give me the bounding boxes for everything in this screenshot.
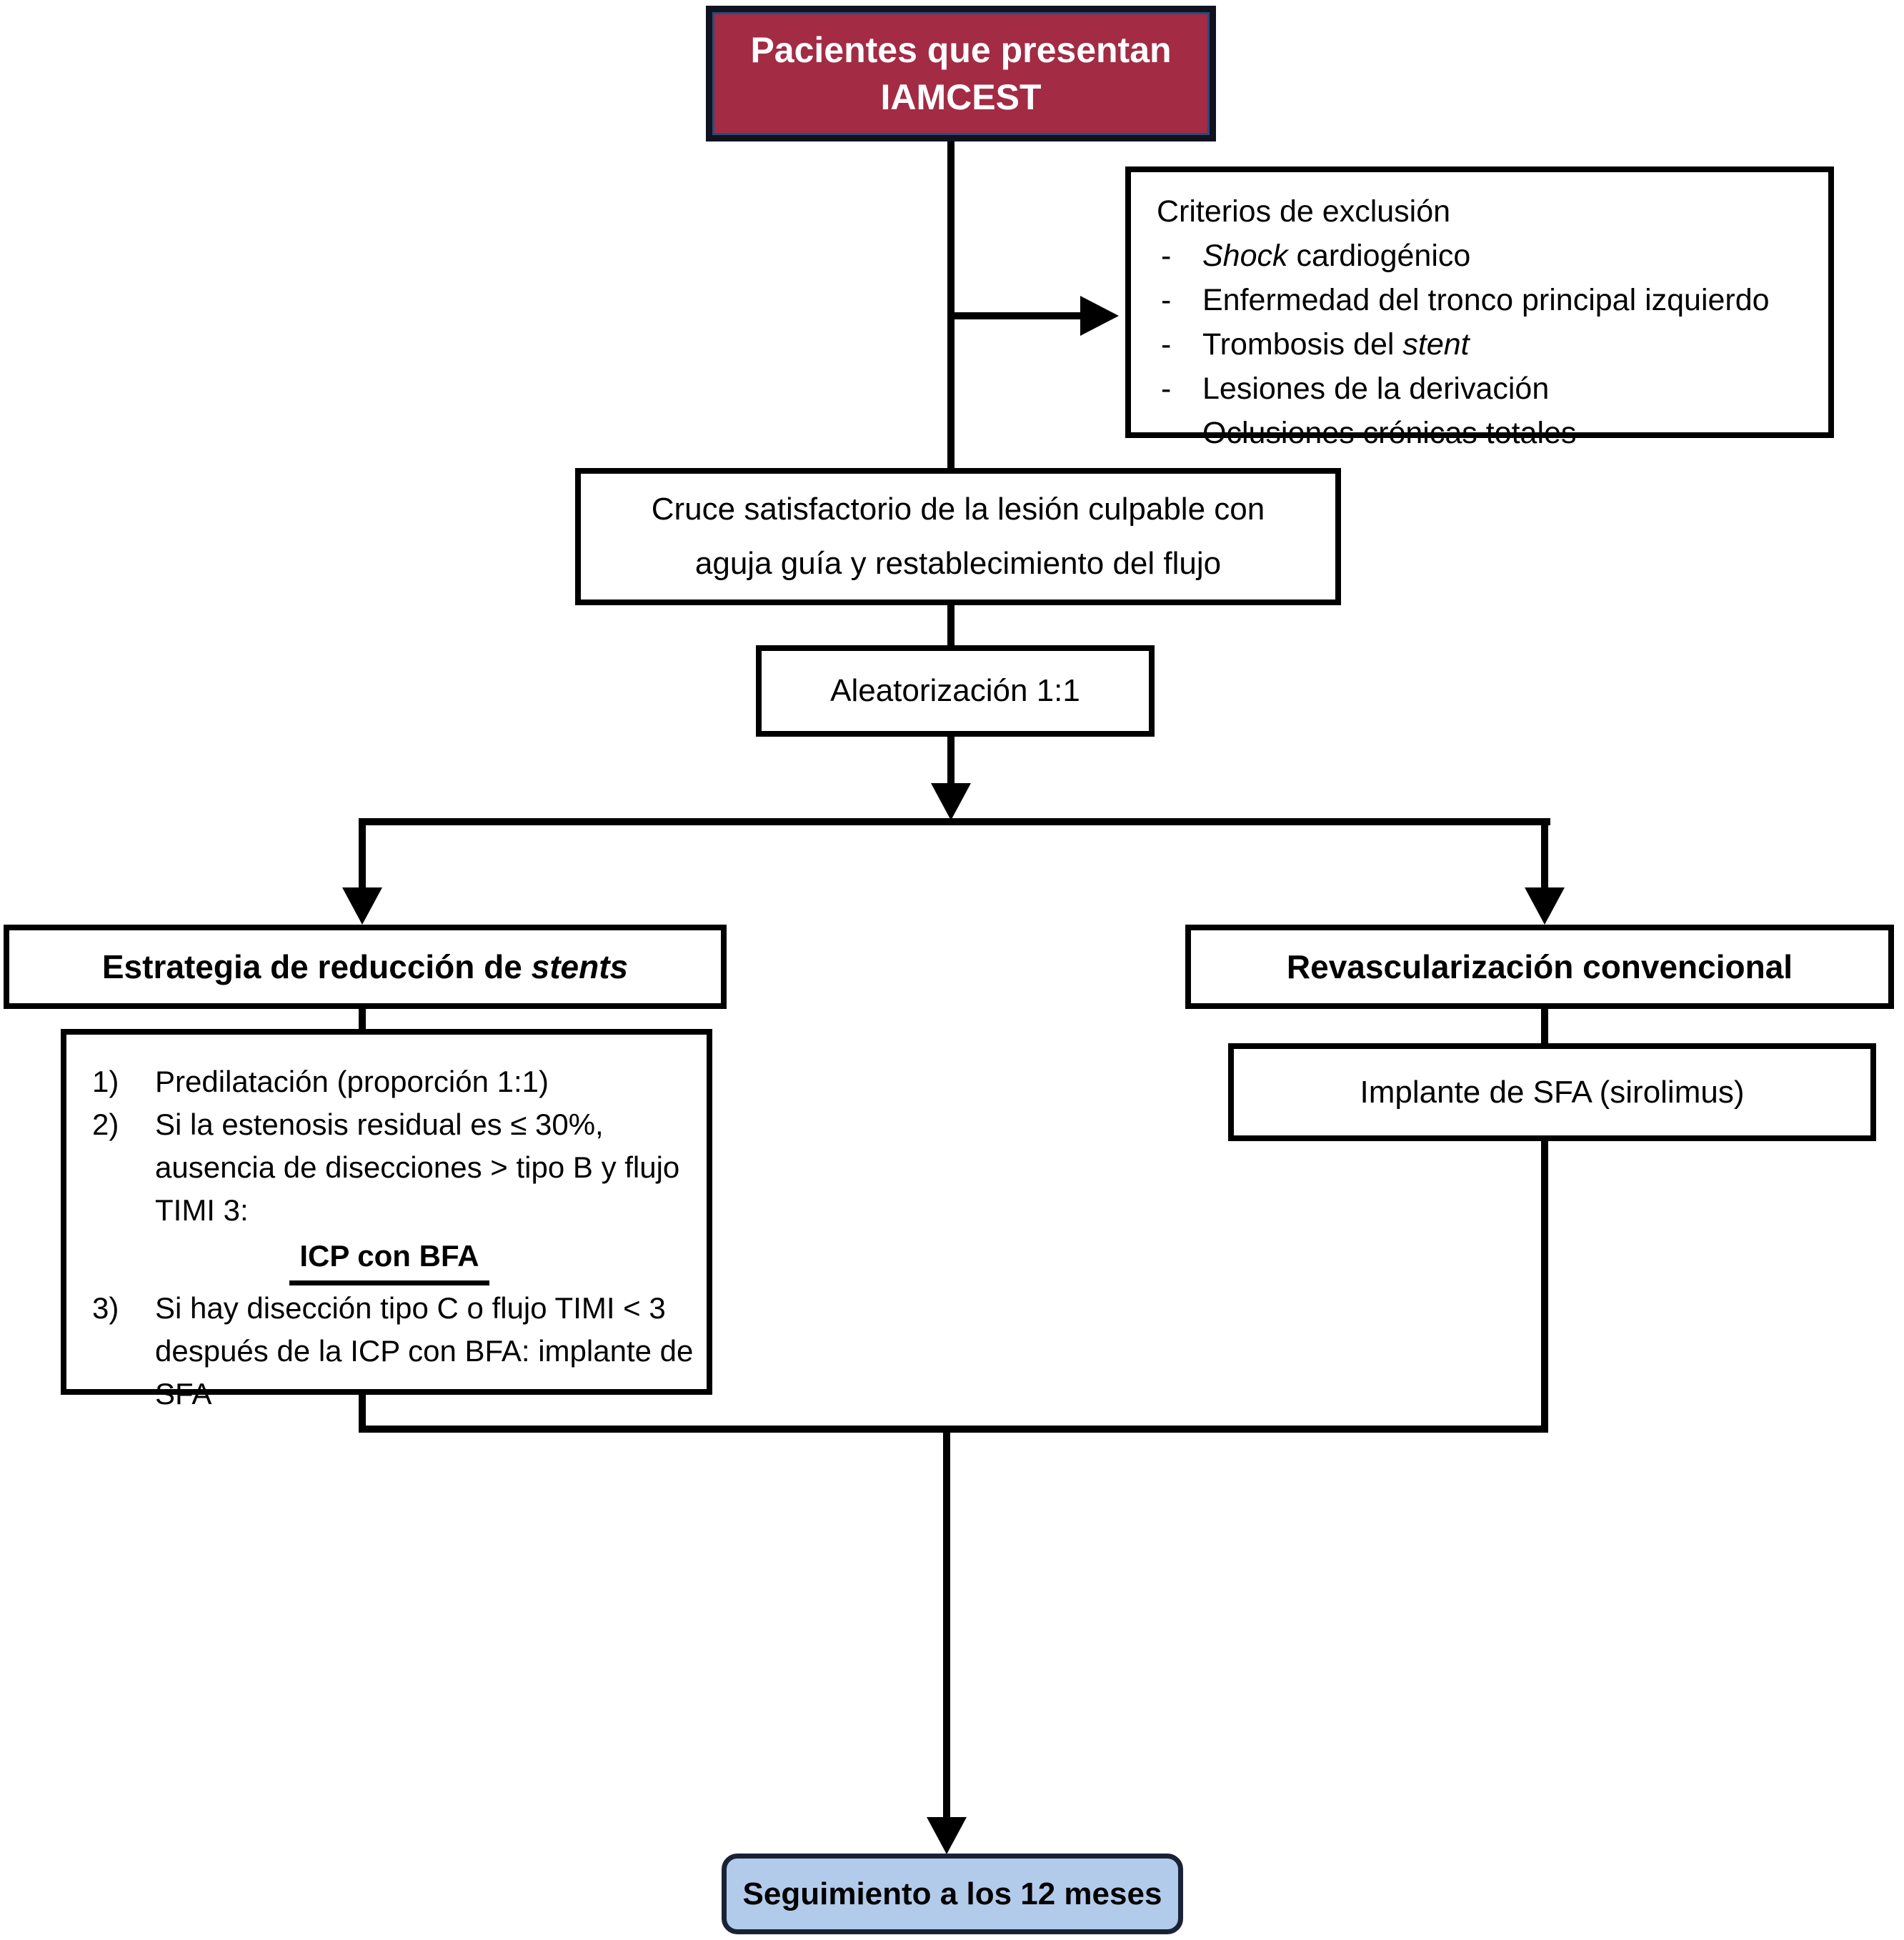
sfa-implant-node: Implante de SFA (sirolimus) — [1228, 1043, 1876, 1141]
connector-randomization-to-split — [947, 735, 955, 787]
connector-crossing-to-randomization — [947, 604, 955, 647]
arrowhead-down-left-arm-icon — [342, 887, 382, 925]
connector-patients-to-crossing — [947, 140, 955, 469]
step-text: Predilatación (proporción 1:1) — [155, 1065, 549, 1098]
connector-merge-to-followup — [943, 1426, 950, 1820]
exclusion-item-text: Enfermedad del tronco principal izquierd… — [1202, 283, 1770, 317]
exclusion-item-text: Trombosis del stent — [1202, 327, 1470, 362]
randomization-node: Aleatorización 1:1 — [756, 645, 1155, 737]
step-number: 3) — [92, 1291, 119, 1325]
randomization-label: Aleatorización 1:1 — [830, 673, 1080, 708]
arrowhead-down-split-icon — [931, 783, 971, 820]
exclusion-bullet: - — [1161, 239, 1172, 273]
exclusion-item: - Shock cardiogénico — [1157, 234, 1818, 278]
crossing-line1: Cruce satisfactorio de la lesión culpabl… — [651, 492, 1265, 527]
step-number: 1) — [92, 1065, 119, 1098]
crossing-line2: aguja guía y restablecimiento del flujo — [694, 546, 1222, 581]
exclusion-bullet: - — [1161, 327, 1172, 362]
crossing-node: Cruce satisfactorio de la lesión culpabl… — [575, 468, 1341, 605]
connector-right-header-to-detail — [1541, 1008, 1548, 1045]
connector-merge-horizontal — [359, 1426, 1548, 1433]
connector-left-header-to-detail — [359, 1008, 366, 1030]
patients-node: Pacientes que presentan IAMCEST — [706, 6, 1216, 141]
followup-label: Seguimiento a los 12 meses — [742, 1876, 1162, 1911]
stent-reduction-steps-node: 1) Predilatación (proporción 1:1) 2) Si … — [61, 1029, 712, 1411]
exclusion-title: Criterios de exclusión — [1157, 194, 1451, 229]
stent-reduction-strategy-node: Estrategia de reducción de stents — [4, 925, 727, 1009]
connector-split-horizontal — [359, 818, 1550, 825]
arrowhead-down-right-arm-icon — [1525, 887, 1565, 925]
left-header-label: Estrategia de reducción de stents — [101, 948, 629, 985]
arrowhead-down-followup-icon — [927, 1817, 967, 1854]
followup-node: Seguimiento a los 12 meses — [722, 1854, 1183, 1934]
icp-row: ICP con BFA — [85, 1235, 694, 1285]
exclusion-item: - Lesiones de la derivación — [1157, 367, 1818, 411]
arrowhead-right-exclusion-icon — [1080, 296, 1119, 336]
exclusion-item: - Enfermedad del tronco principal izquie… — [1157, 278, 1818, 322]
step-text: Si hay disección tipo C o flujo TIMI < 3… — [155, 1291, 694, 1411]
exclusion-bullet: - — [1161, 283, 1172, 317]
step-item: 1) Predilatación (proporción 1:1) — [85, 1060, 694, 1103]
conventional-revascularization-node: Revascularización convencional — [1185, 925, 1894, 1009]
exclusion-bullet: - — [1161, 372, 1172, 406]
exclusion-criteria-node: Criterios de exclusión - Shock cardiogén… — [1125, 166, 1834, 450]
connector-left-detail-to-merge — [359, 1393, 366, 1433]
connector-right-detail-to-merge — [1541, 1140, 1548, 1433]
icp-bfa-label: ICP con BFA — [289, 1235, 489, 1285]
sfa-implant-label: Implante de SFA (sirolimus) — [1360, 1074, 1745, 1110]
step-item: 3) Si hay disección tipo C o flujo TIMI … — [85, 1287, 694, 1416]
connector-drop-left — [359, 818, 366, 890]
step-text: Si la estenosis residual es ≤ 30%, ausen… — [155, 1108, 680, 1227]
exclusion-item-text: Shock cardiogénico — [1202, 239, 1471, 273]
step-number: 2) — [92, 1108, 119, 1141]
patients-line2: IAMCEST — [880, 77, 1042, 117]
exclusion-bullet: - — [1161, 416, 1172, 450]
connector-branch-exclusion — [955, 312, 1082, 319]
exclusion-item-text: Oclusiones crónicas totales — [1202, 416, 1577, 450]
exclusion-item: - Oclusiones crónicas totales — [1157, 411, 1818, 455]
exclusion-item-text: Lesiones de la derivación — [1202, 372, 1550, 406]
right-header-label: Revascularización convencional — [1286, 948, 1793, 985]
exclusion-item: - Trombosis del stent — [1157, 322, 1818, 367]
patients-line1: Pacientes que presentan — [750, 30, 1172, 70]
step-item: 2) Si la estenosis residual es ≤ 30%, au… — [85, 1103, 694, 1232]
connector-drop-right — [1541, 818, 1548, 890]
